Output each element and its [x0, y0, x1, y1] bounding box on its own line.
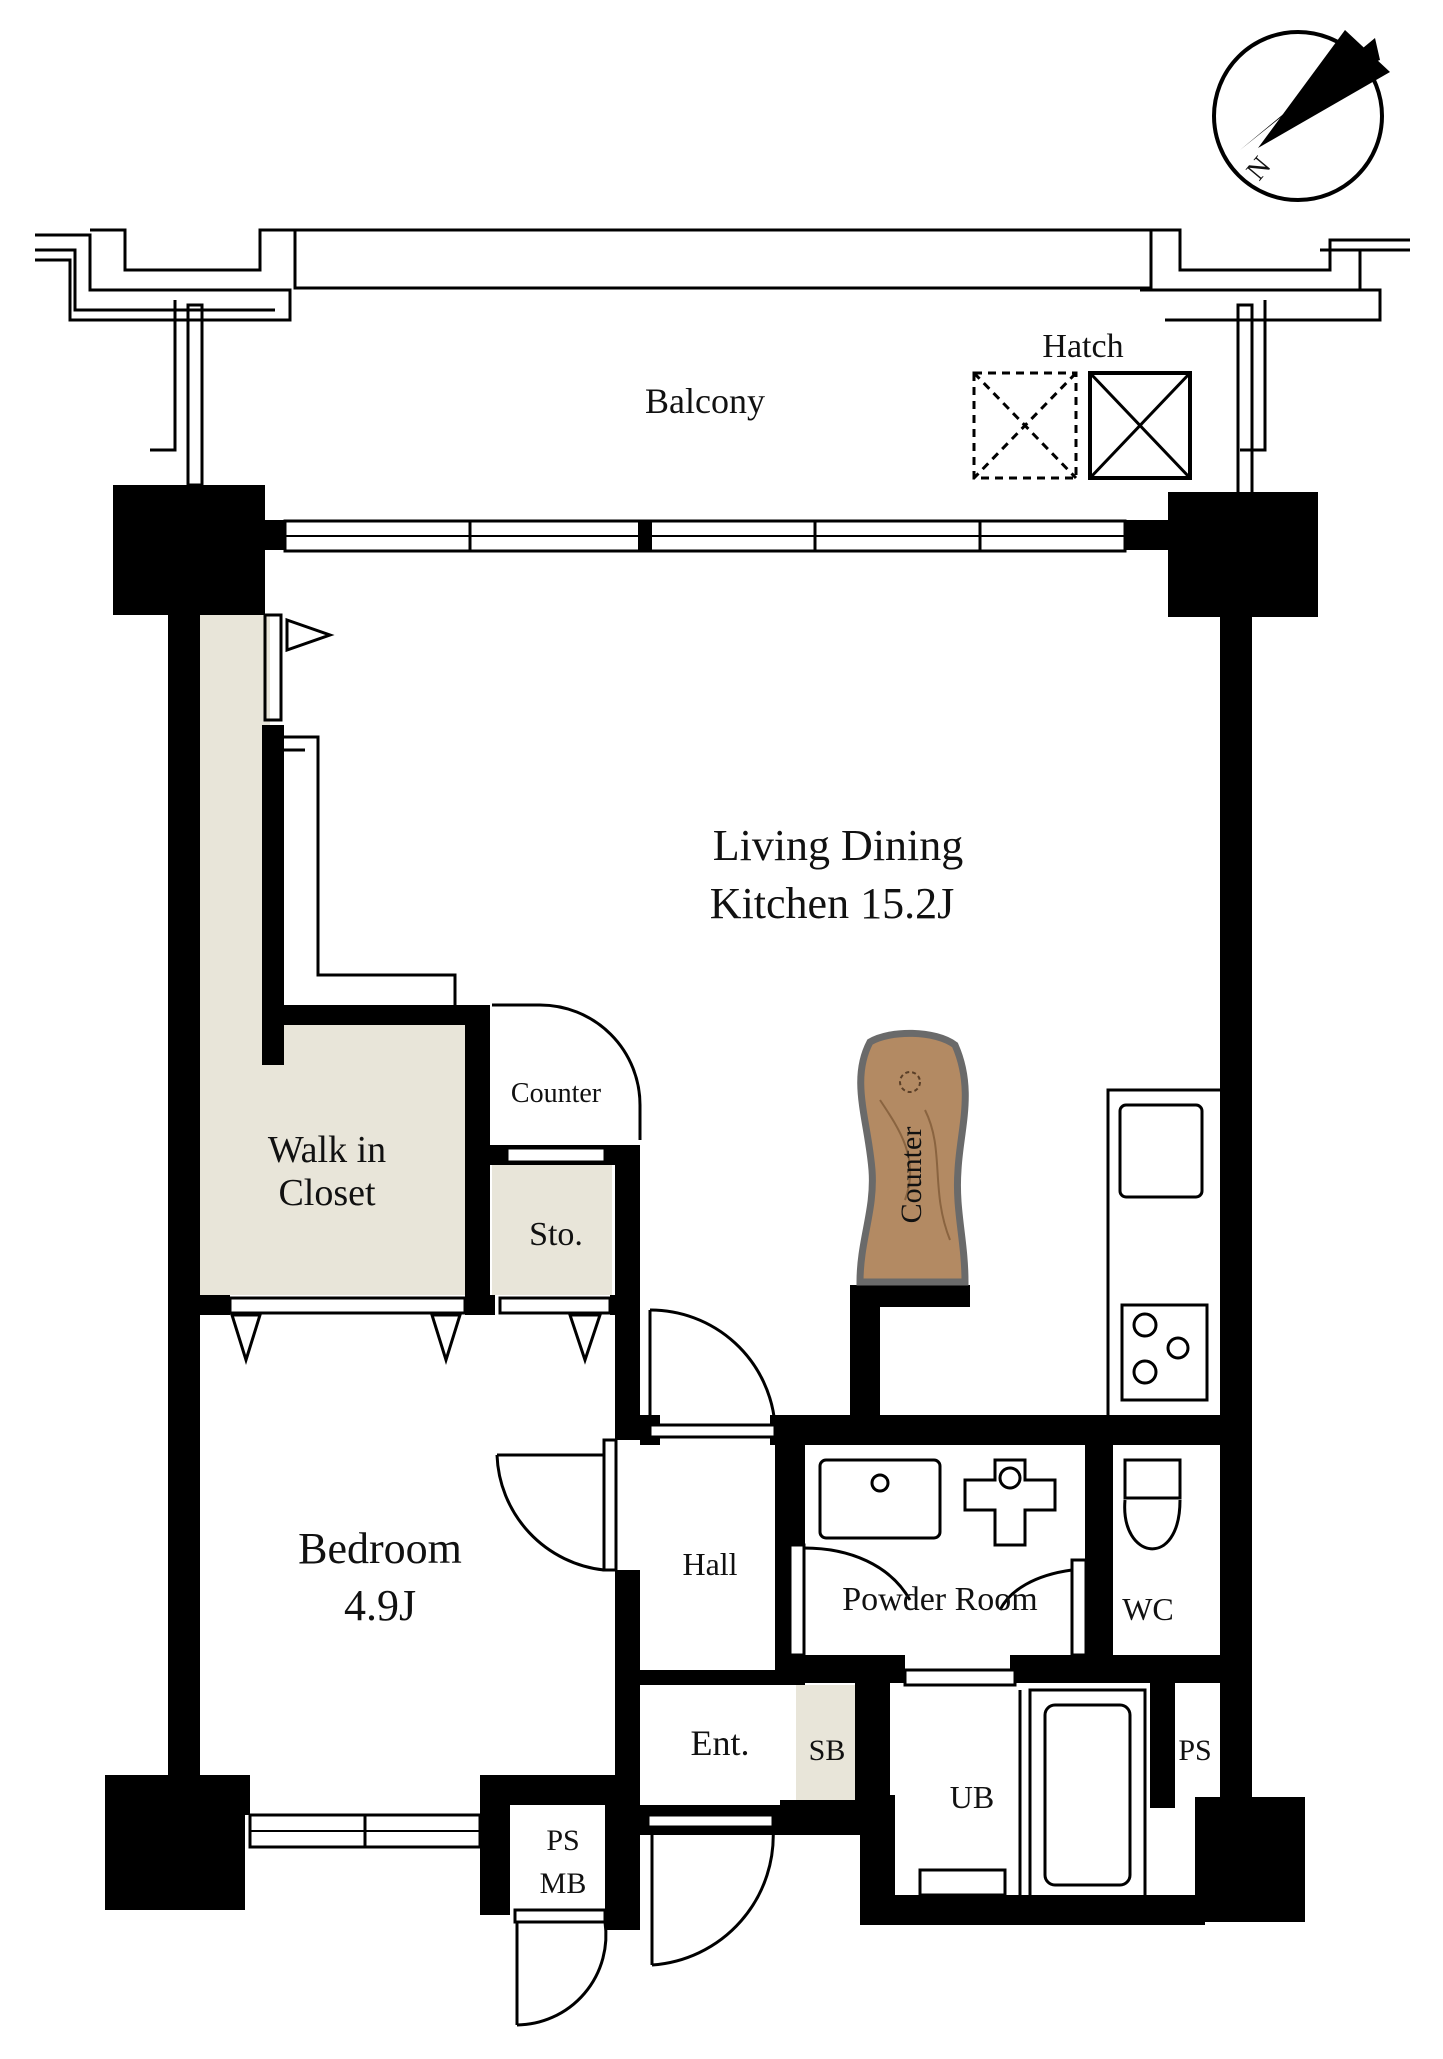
door-wc[interactable] [998, 1558, 1088, 1657]
balcony-label: Balcony [645, 381, 765, 421]
shoe-box-area [796, 1685, 856, 1805]
ps-right-label: PS [1178, 1734, 1211, 1767]
door-bedroom[interactable] [495, 1438, 618, 1572]
door-hall-ldk[interactable] [648, 1308, 777, 1439]
exterior-walls [105, 485, 1318, 1930]
door-ub[interactable] [903, 1668, 1017, 1687]
closet-doors [228, 1146, 612, 1366]
door-ps-mb[interactable] [513, 1908, 608, 2027]
counter-island-label: Counter [895, 1127, 928, 1224]
shoe-box-label: SB [809, 1734, 846, 1767]
hatch-label: Hatch [1042, 328, 1123, 365]
north-arrow-icon: N [1212, 30, 1390, 202]
door-powder[interactable] [788, 1543, 912, 1657]
bedroom-label-line2: 4.9J [344, 1581, 416, 1630]
window-balcony [283, 519, 1127, 553]
door-entrance[interactable] [646, 1813, 775, 1967]
powder-room-label: Powder Room [842, 1581, 1038, 1618]
toilet-icon [1123, 1458, 1182, 1551]
counter-top-label: Counter [511, 1078, 602, 1109]
counter-top-door [492, 1003, 642, 1140]
hall-label: Hall [682, 1546, 737, 1582]
wc-label: WC [1122, 1591, 1174, 1627]
ps-mb-label-line2: MB [540, 1867, 587, 1900]
ps-mb-label-line1: PS [546, 1824, 579, 1857]
storage-label: Sto. [529, 1216, 583, 1253]
kitchen-counter [1106, 1088, 1225, 1419]
ldk-label-line1: Living Dining [713, 821, 964, 870]
hatch-icon [972, 371, 1192, 480]
washer-icon [963, 1458, 1057, 1547]
wic-label-line2: Closet [278, 1172, 376, 1214]
ub-label: UB [950, 1779, 994, 1815]
window-bedroom [248, 1813, 482, 1849]
ldk-label-line2: Kitchen 15.2J [710, 879, 954, 928]
walk-in-closet-area [200, 615, 270, 1295]
wic-shelving [263, 613, 457, 1005]
counter-island [856, 1029, 969, 1286]
entrance-label: Ent. [691, 1723, 750, 1763]
wic-label-line1: Walk in [268, 1129, 386, 1171]
powder-sink-icon [818, 1458, 942, 1540]
bathtub-icon [918, 1688, 1147, 1902]
balcony-railing [35, 228, 1410, 497]
storage-area [492, 1165, 612, 1295]
bedroom-label-line1: Bedroom [298, 1524, 462, 1573]
